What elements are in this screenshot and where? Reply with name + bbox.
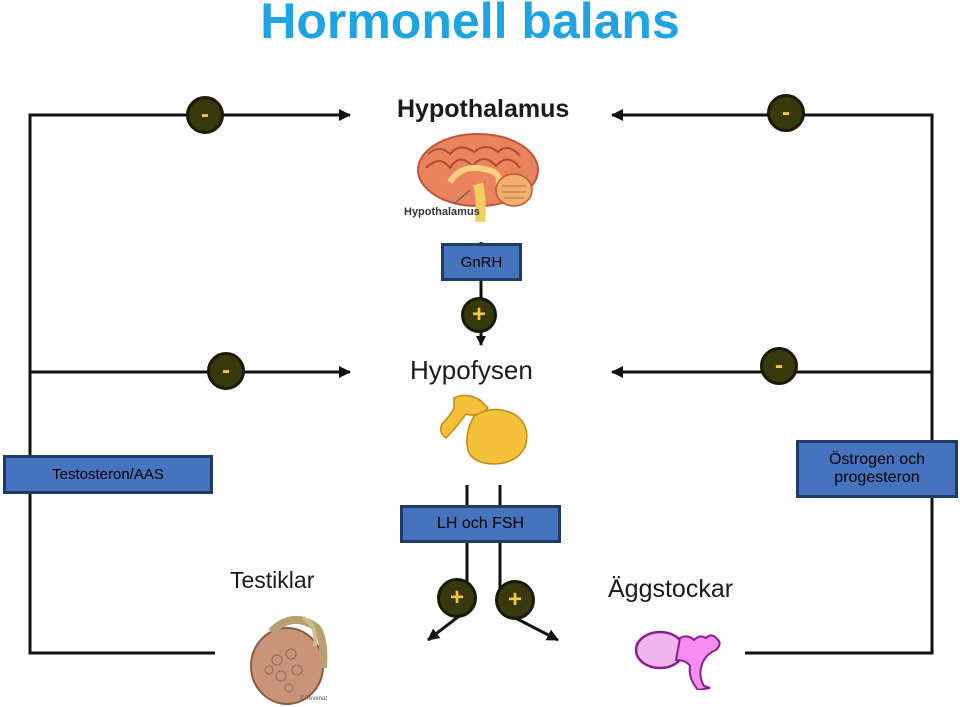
ovary-image [634,630,721,690]
testiklar-label: Testiklar [230,567,315,593]
lh-fsh-box: LH och FSH [400,505,561,543]
testis-image [250,616,328,705]
gnrh-box: GnRH [441,243,522,281]
minus-sign-hypothalamus-right: - [767,94,805,132]
ostrogen-line-1: Östrogen och [828,451,926,468]
hypofysen-label: Hypofysen [410,355,533,385]
plus-sign-lh: + [437,578,477,618]
plus-sign-gnrh: + [461,297,497,333]
ostrogen-line-2: progesteron [834,469,920,486]
hypothalamus-caption: Hypothalamus [404,206,480,218]
page-title: Hormonell balans [260,0,680,49]
brain-image [417,133,539,223]
minus-sign-hypofysen-left: - [207,352,245,390]
testosteron-box: Testosteron/AAS [3,455,213,494]
image-credit: © Tevenat [300,696,327,702]
pituitary-image [439,394,528,465]
minus-sign-hypothalamus-left: - [186,96,224,134]
minus-sign-hypofysen-right: - [760,347,798,385]
hypothalamus-label: Hypothalamus [397,95,570,123]
aggstockar-label: Äggstockar [608,575,734,603]
plus-sign-fsh: + [495,580,535,620]
ostrogen-box: Östrogen och progesteron [796,440,958,498]
